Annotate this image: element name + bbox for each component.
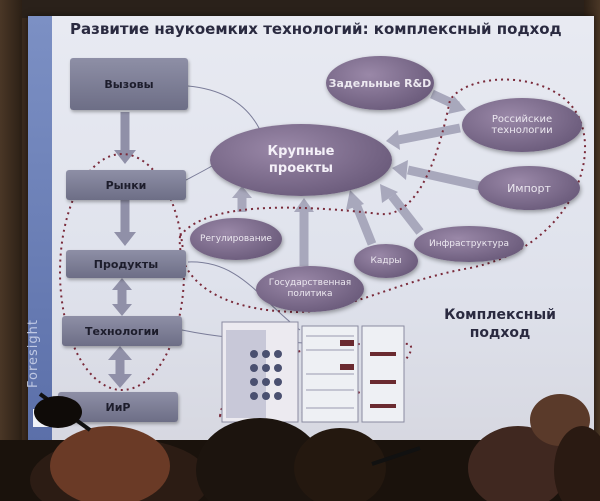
ellipse-zadel-rnd: Задельные R&D [326,56,434,110]
zadel-rnd-label: Задельные R&D [328,76,432,90]
cadres-label: Кадры [370,255,402,266]
ellipse-infrastructure: Инфраструктура [414,226,524,262]
ellipse-cadres: Кадры [354,244,418,278]
russian-tech-line2: технологии [491,125,553,136]
ceiling-frame [0,0,600,18]
complex-line1: Комплексный [444,307,556,323]
ellipse-import: Импорт [478,166,580,210]
box-products: Продукты [66,250,186,278]
russian-tech-line1: Российские [491,114,553,125]
complex-approach-text: Комплексный подход [430,306,570,342]
box-markets: Рынки [66,170,186,200]
state-policy-line1: Государственная [268,278,352,288]
state-policy-line2: политика [287,289,333,299]
slide-title: Развитие наукоемких технологий: комплекс… [70,20,562,38]
box-challenges: Вызовы [70,58,188,110]
ellipse-large-projects: Крупные проекты [210,124,392,196]
ellipse-regulation: Регулирование [190,218,282,260]
box-technologies: Технологии [62,316,182,346]
regulation-label: Регулирование [200,233,272,244]
large-projects-line2: проекты [268,161,334,176]
import-label: Импорт [507,181,551,195]
slide-side-strip [28,16,52,456]
large-projects-line1: Крупные [267,144,335,159]
complex-line2: подход [469,325,531,341]
left-wall [0,0,22,501]
infrastructure-label: Инфраструктура [428,238,509,249]
